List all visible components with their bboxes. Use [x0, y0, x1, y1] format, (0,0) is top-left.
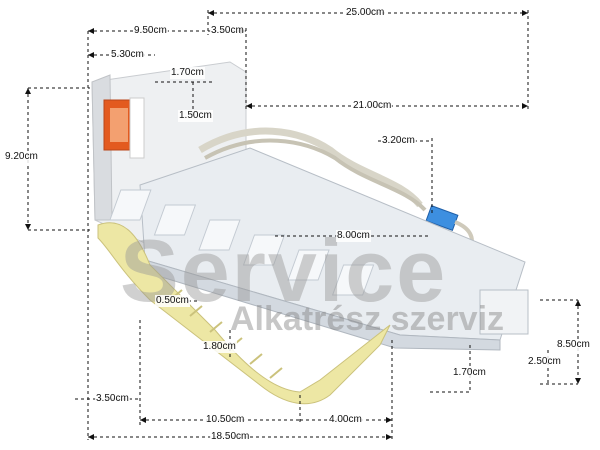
tray-cells: [109, 189, 375, 296]
dimension-label-3-5-bottom: 3.50cm: [95, 393, 130, 405]
dimension-label-1-7-right: 1.70cm: [452, 367, 487, 379]
dimension-label-5-3: 5.30cm: [110, 49, 145, 61]
dimension-label-2-5: 2.50cm: [527, 356, 562, 368]
dimension-label-25: 25.00cm: [345, 7, 386, 19]
dimension-arrowheads: [25, 10, 581, 440]
warning-sticker-text: [110, 108, 128, 142]
dimension-label-10-5: 10.50cm: [205, 414, 246, 426]
white-label: [129, 97, 145, 159]
watermark-sub: Alkatrész szerviz: [230, 300, 505, 338]
dimension-label-18-5: 18.50cm: [210, 431, 251, 443]
tray-end-block: [479, 289, 529, 335]
dimension-label-1-7: 1.70cm: [170, 67, 205, 79]
dimension-label-1-5: 1.50cm: [178, 110, 213, 122]
dimension-label-3-5-top: 3.50cm: [210, 25, 245, 37]
wire-harness: [198, 127, 423, 208]
dimension-label-0-5: 0.50cm: [155, 295, 190, 307]
dimension-label-8: 8.00cm: [336, 230, 371, 242]
bail-arm: [97, 222, 391, 405]
dimension-label-1-8: 1.80cm: [202, 341, 237, 353]
dimension-label-4: 4.00cm: [328, 414, 363, 426]
dimension-label-9-2: 9.20cm: [4, 151, 39, 163]
dimension-label-21: 21.00cm: [352, 100, 393, 112]
dimension-label-8-5: 8.50cm: [556, 339, 591, 351]
wire-harness-2: [204, 138, 427, 212]
dimension-label-9-5: 9.50cm: [133, 25, 168, 37]
dimension-label-3-2: 3.20cm: [381, 135, 416, 147]
